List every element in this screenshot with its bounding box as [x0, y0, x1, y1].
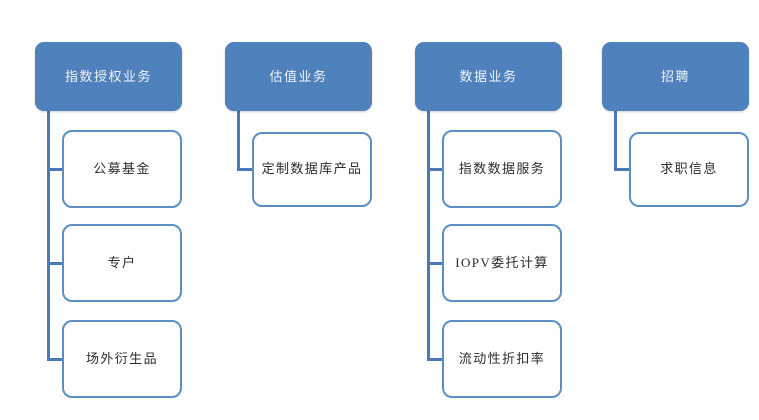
node-label: 招聘 [660, 68, 690, 84]
node-child-otc-derivatives[interactable]: 场外衍生品 [62, 320, 182, 398]
connector-branch [614, 168, 630, 171]
node-child-job-information[interactable]: 求职信息 [629, 132, 749, 207]
branch-column-recruitment: 招聘 求职信息 [567, 0, 759, 420]
node-label: 流动性折扣率 [458, 350, 546, 366]
branch-column-data-business: 数据业务 指数数据服务 IOPV委托计算 流动性折扣率 [380, 0, 580, 420]
node-label: 场外衍生品 [85, 350, 158, 366]
node-child-dedicated-account[interactable]: 专户 [62, 224, 182, 302]
branch-column-valuation: 估值业务 定制数据库产品 [190, 0, 390, 420]
connector-branch [237, 168, 253, 171]
node-label: 求职信息 [660, 161, 718, 177]
connector-branch [427, 168, 443, 171]
node-child-iopv-calculation[interactable]: IOPV委托计算 [442, 224, 562, 302]
node-child-liquidity-discount-rate[interactable]: 流动性折扣率 [442, 320, 562, 398]
node-label: 指数数据服务 [458, 160, 546, 176]
node-child-public-fund[interactable]: 公募基金 [62, 130, 182, 208]
connector-trunk [237, 111, 240, 171]
node-child-custom-database-product[interactable]: 定制数据库产品 [252, 132, 372, 207]
node-header-index-licensing[interactable]: 指数授权业务 [35, 42, 182, 111]
node-header-data-business[interactable]: 数据业务 [415, 42, 562, 111]
node-header-recruitment[interactable]: 招聘 [602, 42, 749, 111]
connector-trunk [47, 111, 50, 361]
node-label: 估值业务 [269, 68, 328, 84]
node-label: IOPV委托计算 [455, 254, 549, 270]
connector-branch [47, 262, 63, 265]
connector-branch [47, 168, 63, 171]
node-label: 定制数据库产品 [261, 161, 363, 177]
branch-column-index-licensing: 指数授权业务 公募基金 专户 场外衍生品 [0, 0, 200, 420]
node-label: 专户 [107, 254, 137, 270]
connector-branch [47, 358, 63, 361]
node-label: 数据业务 [459, 68, 518, 84]
node-child-index-data-service[interactable]: 指数数据服务 [442, 130, 562, 208]
connector-trunk [614, 111, 617, 171]
connector-branch [427, 262, 443, 265]
connector-branch [427, 358, 443, 361]
connector-trunk [427, 111, 430, 361]
node-label: 指数授权业务 [64, 68, 152, 84]
node-header-valuation[interactable]: 估值业务 [225, 42, 372, 111]
node-label: 公募基金 [93, 160, 151, 176]
